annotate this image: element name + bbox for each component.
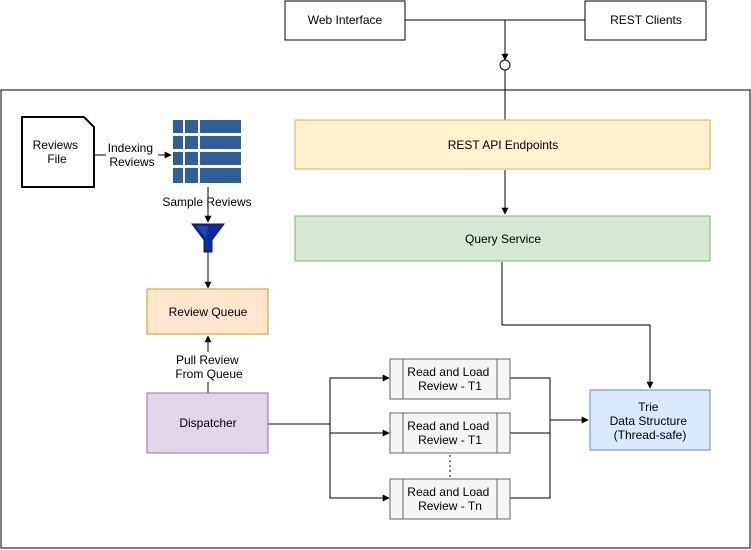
pull-edge-label: Pull Review From Queue <box>175 353 243 381</box>
interface-lollipop <box>499 59 511 71</box>
rest-api-box <box>294 119 711 170</box>
reviews-file-line-2: File <box>47 152 67 166</box>
pull-label-bg <box>173 352 245 382</box>
trie-line-1: Trie <box>638 400 659 414</box>
worker1-to-trie <box>510 377 551 420</box>
pull-line-2: From Queue <box>175 367 243 381</box>
trie-box <box>589 389 711 451</box>
worker-n-line-1: Read and Load <box>407 485 489 499</box>
trie-line-3: (Thread-safe) <box>614 428 687 442</box>
indexing-line-2: Reviews <box>109 155 154 169</box>
worker-1-label: Read and Load Review - T1 <box>407 365 492 393</box>
dispatcher-box <box>146 392 269 454</box>
review-queue-label: Review Queue <box>169 305 248 319</box>
sample-reviews-label: Sample Reviews <box>162 195 251 209</box>
indexing-edge-label: Indexing Reviews <box>108 141 157 169</box>
worker-2-label: Read and Load Review - T1 <box>407 419 492 447</box>
dispatcher-to-workern <box>329 424 390 502</box>
worker-2-line-2: Review - T1 <box>418 433 482 447</box>
reviews-file-label: Reviews File <box>33 138 82 166</box>
worker-n: Read and Load Review - Tn <box>389 478 511 520</box>
web-interface-box <box>284 0 406 41</box>
worker-n-line-2: Review - Tn <box>418 499 482 513</box>
worker-2: Read and Load Review - T1 <box>389 412 511 454</box>
trie-label: Trie Data Structure (Thread-safe) <box>610 400 691 442</box>
dispatcher-to-worker2 <box>268 423 390 437</box>
filter-funnel-icon <box>191 223 225 253</box>
reviews-file-shape <box>21 116 95 188</box>
connectors <box>94 19 654 502</box>
query-to-trie-arrow <box>501 262 654 389</box>
indexing-label-bg <box>106 140 158 170</box>
web-interface-label: Web Interface <box>308 13 383 27</box>
system-boundary <box>0 89 751 549</box>
worker2-to-trie <box>510 420 551 434</box>
rest-api-label: REST API Endpoints <box>448 138 559 152</box>
workern-to-trie <box>510 416 589 499</box>
index-table-icon <box>173 120 241 183</box>
pull-line-1: Pull Review <box>176 353 239 367</box>
reviews-file-line-1: Reviews <box>33 138 78 152</box>
worker-1: Read and Load Review - T1 <box>389 358 511 400</box>
query-service-box <box>294 215 711 262</box>
query-service-label: Query Service <box>465 232 541 246</box>
dispatcher-label: Dispatcher <box>179 416 236 430</box>
worker-1-line-1: Read and Load <box>407 365 489 379</box>
trie-line-2: Data Structure <box>610 414 688 428</box>
review-queue-box <box>146 288 269 335</box>
web-to-api-line <box>405 19 509 61</box>
indexing-line-1: Indexing <box>108 141 153 155</box>
dispatcher-to-worker1 <box>268 374 390 425</box>
rest-clients-box <box>584 0 707 41</box>
rest-clients-label: REST Clients <box>610 13 682 27</box>
worker-n-label: Read and Load Review - Tn <box>407 485 492 513</box>
worker-2-line-1: Read and Load <box>407 419 489 433</box>
worker-1-line-2: Review - T1 <box>418 379 482 393</box>
